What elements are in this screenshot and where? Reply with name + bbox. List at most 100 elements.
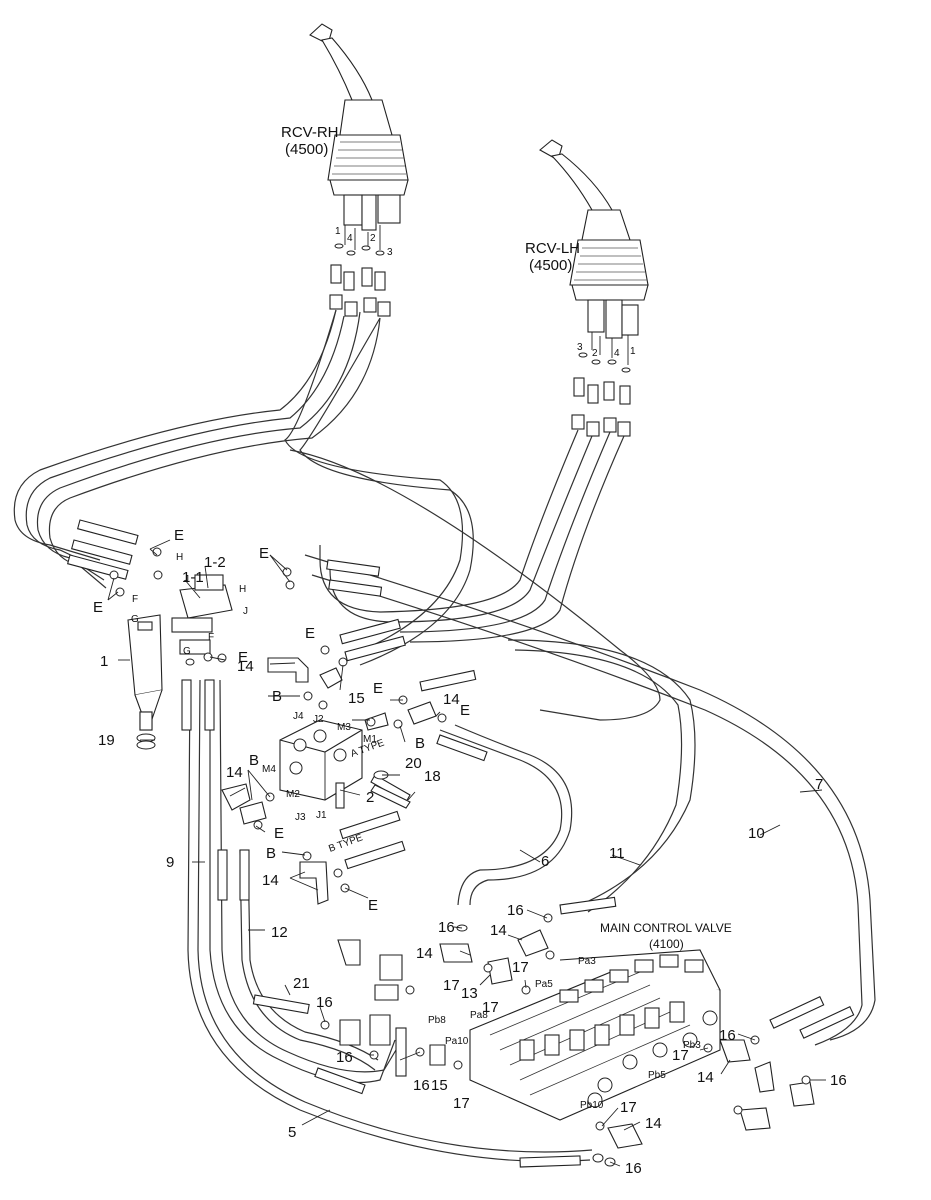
callout-b: B <box>266 845 276 862</box>
callout-17: 17 <box>512 959 529 976</box>
port-pb10: Pb10 <box>580 1100 604 1111</box>
manifold-block-2 <box>279 719 411 809</box>
callout-16: 16 <box>336 1049 353 1066</box>
callout-6: 6 <box>541 853 549 870</box>
callout-16: 16 <box>830 1072 847 1089</box>
callout-20: 20 <box>405 755 422 772</box>
main-control-valve <box>469 949 721 1121</box>
leader-lines <box>107 539 826 1167</box>
hose-end-fittings <box>66 519 855 1168</box>
callout-11: 11 <box>609 845 625 862</box>
hose-6-11 <box>439 639 696 913</box>
callout-e: E <box>460 702 470 719</box>
lh-port-label: 2 <box>592 348 598 359</box>
port-m4: M4 <box>262 764 276 775</box>
callout-e: E <box>238 649 248 666</box>
callout-21: 21 <box>293 975 310 992</box>
port-pa5: Pa5 <box>535 979 553 990</box>
callout-14: 14 <box>262 872 279 889</box>
callout-17: 17 <box>620 1099 637 1116</box>
port-f: F <box>208 632 214 643</box>
callout-17: 17 <box>482 999 499 1016</box>
callout-2: 2 <box>366 789 374 806</box>
rcv-rh-joystick: 1 4 2 3 <box>309 23 409 317</box>
port-pa8: Pa8 <box>470 1010 488 1021</box>
port-h: H <box>176 552 183 563</box>
callout-16: 16 <box>438 919 455 936</box>
port-j3: J3 <box>295 812 306 823</box>
port-m2: M2 <box>286 789 300 800</box>
rcv-rh-name: RCV-RH <box>281 124 339 141</box>
callout-9: 9 <box>166 854 174 871</box>
rh-port-label: 1 <box>335 226 341 237</box>
port-pa3: Pa3 <box>578 956 596 967</box>
callout-17: 17 <box>453 1095 470 1112</box>
callout-b: B <box>272 688 282 705</box>
elbow-fittings <box>221 657 815 1149</box>
port-j1: J1 <box>316 810 327 821</box>
callout-e: E <box>259 545 269 562</box>
port-g: G <box>131 614 139 625</box>
callout-1: 1 <box>100 653 108 670</box>
callout-e: E <box>174 527 184 544</box>
callout-5: 5 <box>288 1124 296 1141</box>
callout-e: E <box>93 599 103 616</box>
port-j: J <box>184 574 189 585</box>
port-g: G <box>183 646 191 657</box>
rcv-lh-joystick: 3 2 4 1 <box>539 139 649 437</box>
callout-16: 16 <box>719 1027 736 1044</box>
hose-bundle-lh <box>319 429 625 643</box>
rcv-lh-code: (4500) <box>529 257 572 274</box>
callout-16: 16 <box>507 902 524 919</box>
callout-16: 16 <box>625 1160 642 1177</box>
rh-port-label: 4 <box>347 233 353 244</box>
rcv-rh-code: (4500) <box>285 141 328 158</box>
port-pb3: Pb3 <box>683 1040 701 1051</box>
lh-port-label: 1 <box>630 346 636 357</box>
hose-5-9-12 <box>187 679 593 1162</box>
mcv-code: (4100) <box>649 937 684 951</box>
callout-17: 17 <box>443 977 460 994</box>
callout-7: 7 <box>815 776 823 793</box>
callout-14: 14 <box>645 1115 662 1132</box>
callout-b: B <box>249 752 259 769</box>
port-pb5: Pb5 <box>648 1070 666 1081</box>
callout-b: B <box>415 735 425 752</box>
o-rings <box>109 547 811 1167</box>
mcv-name: MAIN CONTROL VALVE <box>600 921 732 935</box>
hose-7-10 <box>289 449 876 1046</box>
rcv-lh-name: RCV-LH <box>525 240 580 257</box>
rh-port-label: 3 <box>387 247 393 258</box>
port-pa10: Pa10 <box>445 1036 469 1047</box>
callout-16: 16 <box>316 994 333 1011</box>
port-m3: M3 <box>337 722 351 733</box>
callout-13: 13 <box>461 985 478 1002</box>
callout-10: 10 <box>748 825 765 842</box>
callout-1-2: 1-2 <box>204 554 226 571</box>
port-pb8: Pb8 <box>428 1015 446 1026</box>
port-m1: M1 <box>363 734 377 745</box>
callout-16: 16 <box>413 1077 430 1094</box>
callout-15: 15 <box>348 690 365 707</box>
port-j4: J4 <box>293 711 304 722</box>
callout-14: 14 <box>443 691 460 708</box>
callout-labels: 1 1-1 1-2 2 5 6 7 9 10 11 12 13 14 14 14… <box>93 527 847 1177</box>
port-j2: J2 <box>313 714 324 725</box>
callout-e: E <box>305 625 315 642</box>
hose-bundle-rh <box>13 309 474 666</box>
callout-e: E <box>274 825 284 842</box>
bolts-washers <box>139 711 411 809</box>
callout-19: 19 <box>98 732 115 749</box>
callout-12: 12 <box>271 924 288 941</box>
port-h: H <box>239 584 246 595</box>
bracket-1 <box>127 574 233 750</box>
callout-14: 14 <box>226 764 243 781</box>
callout-18: 18 <box>424 768 441 785</box>
callout-15: 15 <box>431 1077 448 1094</box>
lh-port-label: 4 <box>614 348 620 359</box>
callout-14: 14 <box>237 658 254 675</box>
callout-14: 14 <box>416 945 433 962</box>
callout-14: 14 <box>490 922 507 939</box>
